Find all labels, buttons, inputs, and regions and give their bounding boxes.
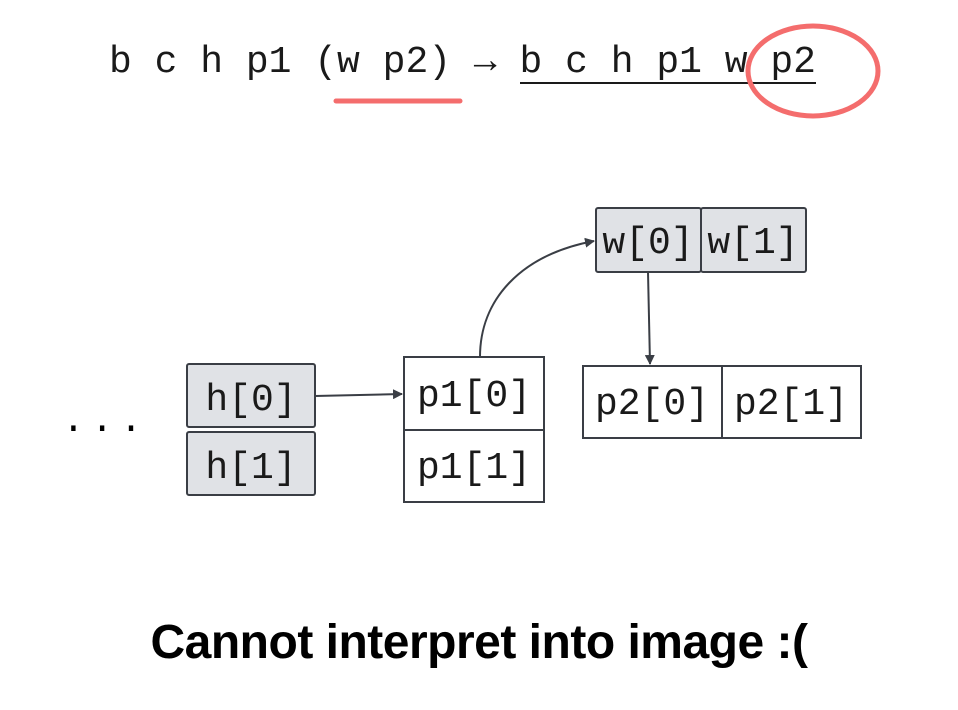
edge-h0-to-p1 — [314, 389, 403, 400]
p2-cell-0 — [582, 365, 723, 439]
caption: Cannot interpret into image :( — [150, 616, 809, 669]
edge-p1-to-w — [479, 237, 595, 358]
formula-lhs-group: (w p2) — [314, 41, 452, 84]
w-cell-0-label: w[0] — [602, 222, 693, 265]
formula-arrow: → — [473, 41, 497, 84]
p2-cell-1-label: p2[1] — [734, 383, 848, 426]
p1-cell-1-label: p1[1] — [417, 447, 531, 490]
w-cell-1 — [700, 207, 807, 273]
edge-w-to-p2 — [644, 271, 655, 365]
w-cell-1-label: w[1] — [707, 222, 798, 265]
formula-rhs-underline — [519, 82, 816, 84]
p1-cell-0-label: p1[0] — [417, 375, 531, 418]
p1-cell-1 — [403, 429, 545, 503]
p2-array: p2[0] p2[1] — [582, 365, 862, 439]
w-array: w[0] w[1] — [595, 207, 807, 273]
p2-cell-0-label: p2[0] — [595, 383, 709, 426]
ellipsis: ... — [62, 400, 149, 443]
formula-lhs-prefix: b c h p1 — [109, 41, 315, 84]
formula-rhs: b c h p1 w p2 — [519, 41, 816, 84]
rhs-highlight-circle — [745, 23, 881, 119]
h-cell-1 — [186, 431, 316, 496]
h-cell-0-label: h[0] — [205, 379, 296, 422]
p2-cell-1 — [721, 365, 862, 439]
h-array: h[0] h[1] — [186, 363, 316, 496]
p1-cell-0 — [403, 356, 545, 431]
h-cell-1-label: h[1] — [205, 447, 296, 490]
p1-array: p1[0] p1[1] — [403, 356, 545, 503]
rearrange-formula: b c h p1 (w p2) → b c h p1 w p2 — [109, 40, 816, 86]
